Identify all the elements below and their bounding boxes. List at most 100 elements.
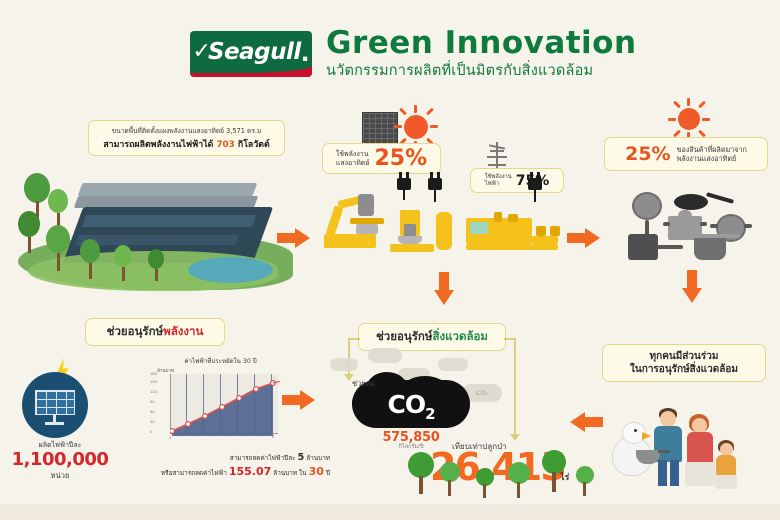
flow-arrow-products-to-everyone (682, 270, 702, 303)
savings-line-1: สามารถลดค่าไฟฟ้าปีละ 5 ล้านบาท (229, 452, 330, 463)
lightning-bolt-icon (57, 358, 69, 384)
chart-xtick: ปี (272, 435, 275, 439)
tree-icon (576, 466, 594, 496)
everyone-participates-callout: ทุกคนมีส่วนร่วม ในการอนุรักษ์สิ่งแวดล้อม (602, 344, 766, 382)
tree-icon (18, 211, 40, 253)
tree-crown (46, 225, 70, 253)
flow-arrow-farm-to-factory (277, 228, 310, 248)
logo-dot: . (300, 41, 310, 68)
forest-equivalent-unit: ไร่ (560, 473, 570, 483)
save-environment-callout: ช่วยอนุรักษ์สิ่งแวดล้อม (358, 323, 506, 351)
tree-icon (46, 225, 70, 271)
tree-icon (542, 450, 566, 494)
sun-ray (394, 125, 402, 128)
savings-line-2: หรือสามารถลดค่าไฟฟ้า 155.07 ล้านบาท ใน 3… (160, 465, 330, 478)
sun-ray (430, 125, 438, 128)
connector-line-down (344, 338, 354, 381)
chart-series (170, 379, 280, 436)
chart-title: ค่าไฟฟ้าที่ประหยัดใน 30 ปี (184, 358, 257, 365)
save-energy-text: ช่วยอนุรักษ์พลังงาน (106, 324, 204, 338)
chart-y-axis-label: ล้านบาท (157, 369, 175, 374)
co2-unit: กิโลกรัม/ปี (398, 444, 424, 450)
connector-line-down (510, 338, 520, 441)
solar-usage-callout: ใช้พลังงาน แสงอาทิตย์ 25% (322, 143, 441, 174)
goods-label: ของสินค้าที่ผลิตมาจาก พลังงานแสงอาทิตย์ (676, 145, 747, 163)
robot-base (324, 234, 376, 248)
tree-trunk (154, 269, 158, 281)
decorative-cloud-co2: CO₂ (462, 384, 502, 402)
tree-crown (114, 245, 132, 267)
co2-text: CO2 (387, 390, 435, 423)
flow-arrow-factory-to-products (567, 228, 600, 248)
solar-usage-percent: 25% (374, 145, 428, 171)
product-box (536, 226, 546, 236)
badge-pole (53, 415, 56, 423)
robot-arm-icon (325, 205, 344, 237)
logo-wordmark: Seagull (207, 38, 301, 65)
chart-ytick: 120 (150, 390, 157, 394)
chart-xtick: 0 (169, 436, 172, 440)
forest-equivalent-value: 26,415 (430, 445, 567, 489)
goods-percent: 25% (625, 142, 671, 165)
product-box (550, 226, 560, 236)
co2-value: 575,850 (382, 430, 440, 445)
capacity-value: 703 (216, 140, 235, 150)
tree-trunk (56, 213, 60, 233)
chart-ytick: 90 (150, 400, 155, 404)
work-table (350, 218, 384, 224)
sun-ray (414, 105, 417, 113)
generation-unit: หน่วย (50, 470, 70, 480)
production-line-illustration (318, 188, 560, 256)
area-line: ขนาดพื้นที่ติดตั้งแผงพลังงานแสงอาทิตย์ 3… (111, 127, 262, 135)
connector-line (504, 338, 516, 340)
control-screen (470, 222, 488, 234)
tree-trunk (56, 253, 60, 271)
sun-ray (668, 118, 676, 121)
machine-part (494, 212, 502, 222)
checkmark-icon: ✓ (192, 39, 211, 65)
co2-cloud-icon: CO2 (352, 372, 482, 432)
tree-icon (476, 468, 494, 498)
decorative-cloud (438, 358, 468, 371)
badge-foot (45, 422, 64, 425)
chart-ytick: 0 (150, 430, 153, 434)
everyone-line-2: ในการอนุรักษ์สิ่งแวดล้อม (630, 364, 738, 375)
conveyor-belt (532, 236, 558, 244)
solar-usage-label: ใช้พลังงาน แสงอาทิตย์ (335, 150, 370, 167)
machine-part (508, 214, 518, 222)
panel-row (77, 183, 258, 196)
sun-ray (698, 100, 706, 109)
person-mother (685, 414, 716, 486)
cloud-body (352, 380, 470, 428)
chart-ytick: 30 (150, 420, 155, 424)
tree-crown (148, 249, 164, 269)
solar-made-goods-callout: 25% ของสินค้าที่ผลิตมาจาก พลังงานแสงอาทิ… (604, 137, 768, 171)
mascot-pan-handle (658, 450, 670, 453)
workpiece (356, 224, 378, 234)
solar-farm-illustration (18, 165, 293, 291)
flow-arrow-factory-to-environment (434, 272, 454, 305)
area-capacity-callout: ขนาดพื้นที่ติดตั้งแผงพลังงานแสงอาทิตย์ 3… (88, 120, 285, 156)
panel-reflection (81, 215, 257, 227)
page-header: ✓ Seagull . Green Innovation นวัตกรรมการ… (190, 28, 637, 80)
tree-icon (508, 462, 530, 498)
flow-arrow-everyone-to-forest (570, 412, 603, 432)
mascot-pan (636, 450, 660, 464)
tree-icon (114, 245, 132, 281)
sun-icon (404, 115, 428, 139)
decorative-cloud (368, 348, 402, 363)
savings-line-chart: ค่าไฟฟ้าที่ประหยัดใน 30 ปี ล้านบาท (150, 358, 283, 448)
bottom-ground-strip (0, 504, 780, 520)
save-energy-callout: ช่วยอนุรักษ์พลังงาน (85, 318, 225, 346)
page-title: Green Innovation (326, 25, 637, 61)
chart-ytick: 60 (150, 410, 155, 414)
generation-label: ผลิตไฟฟ้าปีละ (38, 441, 82, 449)
forest-equivalent-label: เทียบเท่าปลูกป่า (452, 442, 507, 451)
robot-gripper (358, 194, 374, 216)
title-group: Green Innovation นวัตกรรมการผลิตที่เป็นม… (326, 28, 637, 80)
mascot-eye (634, 429, 637, 432)
tree-icon (48, 189, 68, 233)
tree-trunk (88, 263, 92, 279)
machine-base (466, 244, 558, 250)
